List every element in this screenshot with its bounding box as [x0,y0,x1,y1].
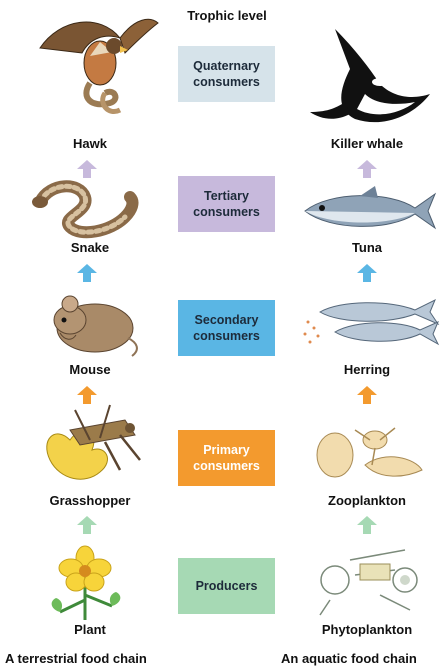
arrow-zooplankton-to-herring [357,386,377,404]
phytoplankton-illustration [310,540,430,620]
level-producers: Producers [178,558,275,614]
level-producers-label: Producers [196,578,258,594]
label-tuna: Tuna [302,240,432,255]
level-primary-consumers: Primary consumers [178,430,275,486]
level-secondary-consumers: Secondary consumers [178,300,275,356]
arrow-phytoplankton-to-zooplankton [357,516,377,534]
herring-illustration [300,292,440,352]
caption-aquatic: An aquatic food chain [281,651,417,666]
tuna-illustration [300,186,440,236]
mouse-illustration [40,288,140,358]
hawk-illustration [20,8,160,123]
label-mouse: Mouse [25,362,155,377]
label-grasshopper: Grasshopper [25,493,155,508]
grasshopper-illustration [30,400,150,485]
label-zooplankton: Zooplankton [302,493,432,508]
level-primary-label: Primary consumers [193,442,260,474]
arrow-snake-to-hawk [77,160,97,178]
level-secondary-label: Secondary consumers [193,312,260,344]
killer-whale-illustration [295,14,435,129]
zooplankton-illustration [310,420,430,490]
arrow-plant-to-grasshopper [77,516,97,534]
plant-illustration [40,540,130,620]
label-snake: Snake [25,240,155,255]
label-killer-whale: Killer whale [302,136,432,151]
level-quaternary-label: Quaternary consumers [193,58,260,90]
trophic-level-heading: Trophic level [172,8,282,23]
level-quaternary-consumers: Quaternary consumers [178,46,275,102]
arrow-mouse-to-snake [77,264,97,282]
snake-illustration [30,172,140,242]
label-herring: Herring [302,362,432,377]
caption-terrestrial: A terrestrial food chain [5,651,147,666]
label-hawk: Hawk [25,136,155,151]
arrow-grasshopper-to-mouse [77,386,97,404]
arrow-herring-to-tuna [357,264,377,282]
level-tertiary-consumers: Tertiary consumers [178,176,275,232]
arrow-tuna-to-killer-whale [357,160,377,178]
label-phytoplankton: Phytoplankton [302,622,432,637]
label-plant: Plant [25,622,155,637]
level-tertiary-label: Tertiary consumers [193,188,260,220]
